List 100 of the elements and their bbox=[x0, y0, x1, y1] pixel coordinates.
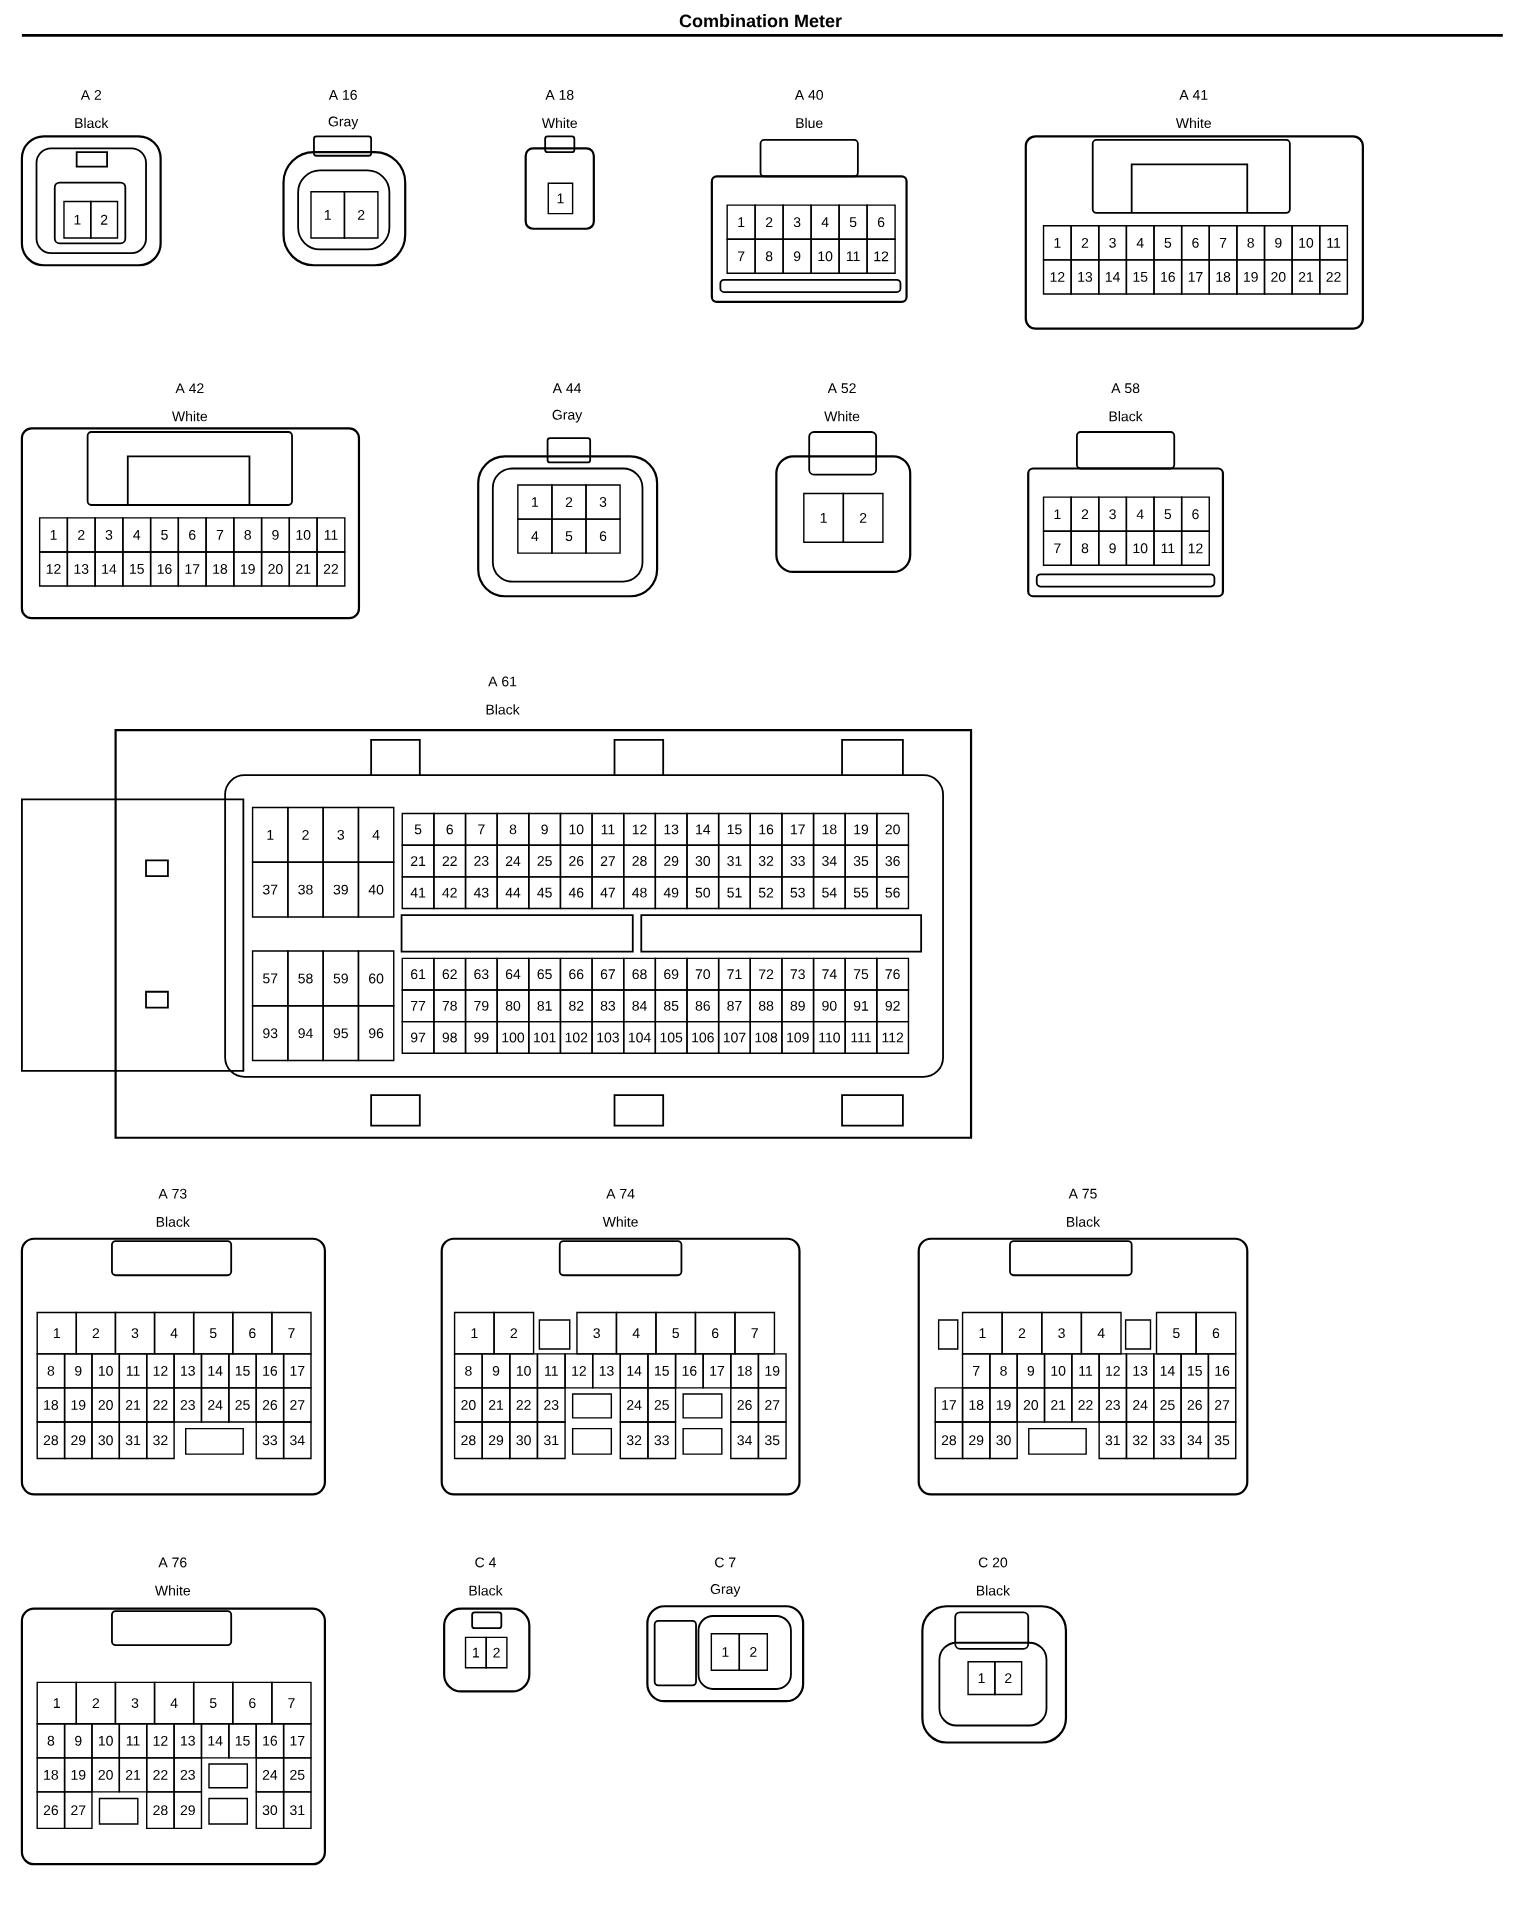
pin-cell: 40 bbox=[357, 861, 395, 918]
pin-cell: 63 bbox=[464, 957, 498, 991]
connector-code: A 76 bbox=[158, 1557, 187, 1568]
pin-cell: 112 bbox=[876, 1020, 910, 1054]
pin-cell: 9 bbox=[1016, 1353, 1046, 1389]
pin-cell: 76 bbox=[876, 957, 910, 991]
pin-cell: 18 bbox=[205, 551, 235, 587]
pin-cell: 7 bbox=[271, 1311, 312, 1355]
pin-cell: 24 bbox=[200, 1387, 230, 1423]
pin-cell: 35 bbox=[1207, 1421, 1237, 1460]
pin-cell: 15 bbox=[647, 1353, 677, 1389]
pin-cell: 17 bbox=[702, 1353, 732, 1389]
pin-cell: 21 bbox=[1291, 259, 1321, 295]
pin-cell: 95 bbox=[322, 1005, 360, 1062]
pin-cell: 26 bbox=[255, 1387, 285, 1423]
pin-cell: 17 bbox=[934, 1387, 964, 1423]
pin-cell: 7 bbox=[726, 238, 756, 274]
pin-cell: 5 bbox=[1153, 225, 1183, 261]
pin-cell: 28 bbox=[623, 844, 657, 878]
connector-code: A 42 bbox=[175, 383, 204, 394]
pin-cell: 2 bbox=[1001, 1311, 1043, 1355]
pin-cell: 1 bbox=[36, 1681, 78, 1725]
pin-cell: 16 bbox=[674, 1353, 704, 1389]
pin-cell: 6 bbox=[1195, 1311, 1237, 1355]
housing-color: Black bbox=[977, 1585, 1011, 1596]
pin-cell: 53 bbox=[781, 876, 815, 910]
pin-cell: 111 bbox=[844, 1020, 878, 1054]
pin-cell: 20 bbox=[1263, 259, 1293, 295]
pin-cell: 2 bbox=[75, 1311, 117, 1355]
pin-cell: 13 bbox=[654, 812, 688, 846]
pin-cell: 8 bbox=[754, 238, 784, 274]
pin-cell: 6 bbox=[177, 517, 207, 553]
pin-cell: 15 bbox=[1125, 259, 1155, 295]
pin-cell: 97 bbox=[401, 1020, 435, 1054]
pin-cell: 28 bbox=[36, 1421, 66, 1460]
pin-cell: 27 bbox=[757, 1387, 787, 1423]
pin-cell: 2 bbox=[551, 484, 587, 520]
pin-cell: 29 bbox=[961, 1421, 991, 1460]
pin-cell: 5 bbox=[150, 517, 180, 553]
pin-cell: 17 bbox=[283, 1723, 312, 1759]
pin-cell: 4 bbox=[615, 1311, 657, 1355]
pin-cell: 4 bbox=[1080, 1311, 1122, 1355]
connector-code: A 16 bbox=[328, 90, 357, 100]
pin-cell: 2 bbox=[738, 1633, 769, 1671]
pin-cell: 8 bbox=[1236, 225, 1266, 261]
pin-cell: 29 bbox=[481, 1421, 511, 1460]
pin-cell: 2 bbox=[493, 1311, 535, 1355]
pin-cell: 17 bbox=[1181, 259, 1211, 295]
pin-cell: 41 bbox=[401, 876, 435, 910]
pin-cell: 28 bbox=[934, 1421, 964, 1460]
connector-code: A 52 bbox=[827, 383, 856, 394]
pin-cell: 6 bbox=[1181, 225, 1211, 261]
pin-cell: 15 bbox=[718, 812, 752, 846]
pin-cell: 24 bbox=[1125, 1387, 1155, 1423]
pin-cell: 31 bbox=[118, 1421, 148, 1460]
pin-cell: 90 bbox=[812, 989, 846, 1023]
pin-cell: 1 bbox=[1042, 225, 1072, 261]
pin-cell: 64 bbox=[496, 957, 530, 991]
pin-cell: 18 bbox=[1208, 259, 1238, 295]
pin-cell: 4 bbox=[517, 518, 553, 554]
pin-cell: 25 bbox=[283, 1757, 312, 1793]
pin-cell: 4 bbox=[1125, 225, 1155, 261]
pin-cell: 10 bbox=[1291, 225, 1321, 261]
pin-cell: 1 bbox=[967, 1661, 996, 1696]
pin-cell: 74 bbox=[812, 957, 846, 991]
pin-cell: 87 bbox=[718, 989, 752, 1023]
pin-cell: 2 bbox=[287, 806, 324, 863]
pin-cell: 60 bbox=[357, 950, 395, 1007]
pin-cell: 15 bbox=[1180, 1353, 1210, 1389]
pin-cell: 46 bbox=[559, 876, 593, 910]
pin-cell: 11 bbox=[591, 812, 625, 846]
pin-cell: 102 bbox=[559, 1020, 593, 1054]
pin-cell: 16 bbox=[1153, 259, 1183, 295]
pin-cell: 23 bbox=[1098, 1387, 1128, 1423]
pin-cell: 75 bbox=[844, 957, 878, 991]
housing-color: Black bbox=[469, 1585, 503, 1596]
pin-cell: 94 bbox=[287, 1005, 324, 1062]
pin-cell: 1 bbox=[464, 1636, 487, 1669]
pin-cell: 12 bbox=[623, 812, 657, 846]
pin-cell: 59 bbox=[322, 950, 360, 1007]
pin-cell: 14 bbox=[1098, 259, 1128, 295]
pin-cell: 7 bbox=[464, 812, 498, 846]
pin-cell: 96 bbox=[357, 1005, 395, 1062]
pin-cell: 49 bbox=[654, 876, 688, 910]
pin-cell: 84 bbox=[623, 989, 657, 1023]
pin-cell: 34 bbox=[1180, 1421, 1210, 1460]
pin-cell: 2 bbox=[66, 517, 96, 553]
pin-cell: 18 bbox=[961, 1387, 991, 1423]
pin-cell: 5 bbox=[1155, 1311, 1197, 1355]
connector-code: A 2 bbox=[80, 90, 102, 100]
pin-cell: 3 bbox=[1098, 496, 1128, 532]
pin-cell: 33 bbox=[647, 1421, 677, 1460]
pin-cell: 11 bbox=[316, 517, 346, 553]
pin-cell: 10 bbox=[91, 1353, 121, 1389]
pin-cell: 7 bbox=[1208, 225, 1238, 261]
pin-cell: 33 bbox=[781, 844, 815, 878]
pin-cell: 105 bbox=[654, 1020, 688, 1054]
pin-cell: 5 bbox=[193, 1681, 234, 1725]
pin-cell: 19 bbox=[1236, 259, 1266, 295]
pin-cell: 1 bbox=[39, 517, 69, 553]
